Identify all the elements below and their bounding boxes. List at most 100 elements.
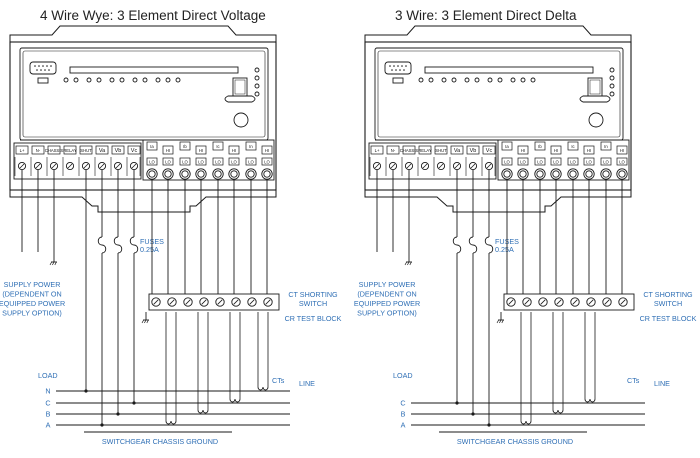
phase-label: C <box>45 399 50 408</box>
port-latch <box>392 77 404 84</box>
screw-slot <box>115 163 121 169</box>
fuses-label: 0.25A <box>140 245 159 254</box>
indicator-led <box>119 77 125 83</box>
indicator-led <box>165 77 171 83</box>
phase-label: B <box>46 410 51 419</box>
screw-slot <box>201 299 207 305</box>
ct-lo-box <box>195 157 207 166</box>
indicator-led <box>487 77 493 83</box>
port-pin <box>403 69 405 71</box>
panel-2: 3 Wire: 3 Element Direct DeltaL+N-CHASSI… <box>354 8 697 446</box>
terminal-label: RELAY <box>418 148 432 153</box>
fuse-icon <box>97 236 103 246</box>
fuse-icon <box>113 236 119 246</box>
ct-label-box <box>517 145 529 155</box>
port-latch <box>37 77 49 84</box>
ct-terminal-label: HI <box>166 148 170 153</box>
fuse-icon <box>117 244 123 254</box>
ct-label-box <box>501 141 513 151</box>
status-led <box>609 91 615 97</box>
fuse-icon <box>484 236 490 246</box>
indicator-led <box>96 77 102 83</box>
ct-lo-label: LO <box>520 160 526 165</box>
ground-hatch <box>501 319 504 324</box>
indicator-led <box>142 77 148 83</box>
ct-terminal-stud <box>503 170 511 178</box>
ct-terminal-label: HI <box>521 148 525 153</box>
terminal-label: Vb <box>115 148 122 154</box>
port-pin <box>401 65 403 67</box>
ct-shorting-label: SWITCH <box>299 299 327 308</box>
fuses-label: 0.25A <box>495 245 514 254</box>
screw-slot <box>470 163 476 169</box>
load-label: LOAD <box>38 371 58 380</box>
ct-coil-b <box>552 409 564 414</box>
meter-face-panel <box>19 47 269 141</box>
ct-coil-b <box>197 409 209 414</box>
terminal-label-box <box>418 145 432 155</box>
display-strip <box>424 66 594 74</box>
terminal-label: RELAY <box>63 148 77 153</box>
port-pin <box>46 65 48 67</box>
indicator-led <box>155 77 161 83</box>
ct-lo-label: LO <box>619 160 625 165</box>
terminal-label: Vc <box>486 148 493 154</box>
meter-face-inner <box>377 50 621 138</box>
indicator-led <box>451 77 457 83</box>
ct-terminal-stud <box>247 170 255 178</box>
ct-lo-box <box>550 157 562 166</box>
meter-case <box>9 41 277 191</box>
supply-power-label: SUPPLY OPTION) <box>2 309 62 318</box>
phase-label: N <box>45 387 50 396</box>
screw-slot <box>19 163 25 169</box>
screw-slot <box>572 299 578 305</box>
terminal-label: Vb <box>470 148 477 154</box>
terminal-label-box <box>31 145 45 155</box>
indicator-led <box>474 77 480 83</box>
ct-terminal-label: Ib <box>538 144 542 149</box>
ct-terminal-label: HI <box>587 148 591 153</box>
terminal-label: CHASSIS <box>400 148 419 153</box>
ct-terminal-stud <box>618 170 626 178</box>
port-pin <box>34 65 36 67</box>
terminal-label-box <box>370 145 384 155</box>
ct-terminal-label: HI <box>232 148 236 153</box>
ground-hatch <box>404 261 407 266</box>
supply-power-label: (DEPENDENT ON <box>2 290 61 299</box>
ground-hatch <box>141 319 144 324</box>
cts-label: CTs <box>627 376 640 385</box>
ct-terminal-label: In <box>249 144 253 149</box>
ct-label-box <box>212 141 224 151</box>
screw-slot <box>233 299 239 305</box>
indicator-led <box>132 77 138 83</box>
cr-test-block-label: CR TEST BLOCK <box>285 314 342 323</box>
ct-shorting-switch <box>503 293 635 311</box>
ground-hatch <box>407 261 410 266</box>
ct-lo-box <box>616 157 628 166</box>
ct-terminal-label: HI <box>265 148 269 153</box>
ct-shorting-label: CT SHORTING <box>288 290 338 299</box>
indicator-led <box>530 77 536 83</box>
ct-lo-label: LO <box>248 160 254 165</box>
phase-label: C <box>400 399 405 408</box>
ground-hatch <box>496 319 499 324</box>
screw-slot <box>67 163 73 169</box>
ct-coil-c <box>229 398 241 403</box>
screw-slot <box>438 163 444 169</box>
chassis-ground-label: SWITCHGEAR CHASSIS GROUND <box>102 437 218 446</box>
screw-slot <box>556 299 562 305</box>
ct-terminal-stud <box>519 170 527 178</box>
port-pin <box>391 69 393 71</box>
ct-shorting-label: CT SHORTING <box>643 290 693 299</box>
indicator-led <box>418 77 424 83</box>
fuse-icon <box>472 244 478 254</box>
port-pin <box>397 65 399 67</box>
screw-slot <box>265 299 271 305</box>
screw-slot <box>524 299 530 305</box>
ct-terminal-stud <box>263 170 271 178</box>
ct-terminal-label: Ia <box>505 144 509 149</box>
ground-hatch <box>52 261 55 266</box>
terminal-label-box <box>79 145 93 155</box>
ground-hatch <box>144 319 147 324</box>
